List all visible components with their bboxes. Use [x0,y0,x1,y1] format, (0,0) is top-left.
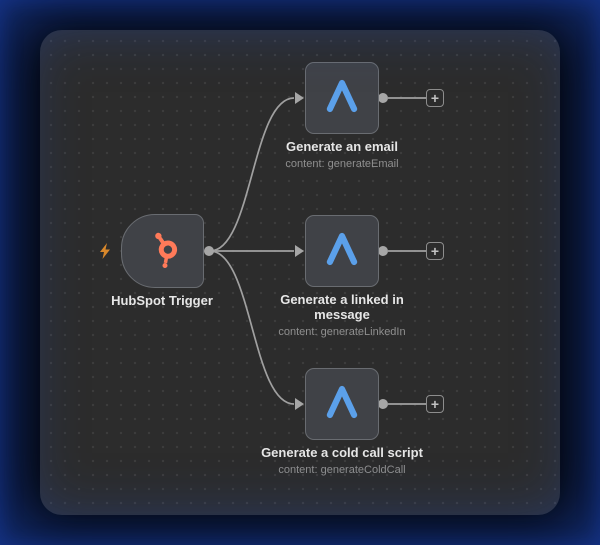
node-subtitle: content: generateEmail [285,158,399,170]
node-generate-linkedin[interactable] [305,215,379,287]
node-label: Generate an email [286,139,398,154]
node-label-block: Generate a linked in message content: ge… [252,292,432,339]
node-subtitle: content: generateColdCall [278,464,406,476]
add-node-button[interactable]: + [426,242,444,260]
node-label: Generate a cold call script [261,445,423,460]
node-hubspot-trigger[interactable] [121,214,204,288]
workflow-canvas[interactable] [40,30,560,515]
anthropic-icon [321,230,363,273]
anthropic-icon [321,383,363,426]
anthropic-icon [321,77,363,120]
node-label-block: Generate a cold call script content: gen… [252,445,432,477]
plus-icon: + [430,396,440,412]
node-label-block: Generate an email content: generateEmail [252,139,432,171]
hubspot-sprocket-icon [143,229,183,274]
lightning-bolt-icon [98,243,112,264]
add-node-button[interactable]: + [426,89,444,107]
trigger-label-block: HubSpot Trigger [72,293,252,308]
plus-icon: + [430,90,440,106]
node-subtitle: content: generateLinkedIn [278,326,406,338]
node-generate-coldcall[interactable] [305,368,379,440]
node-generate-email[interactable] [305,62,379,134]
node-label: Generate a linked in message [280,292,404,322]
plus-icon: + [430,243,440,259]
node-label: HubSpot Trigger [111,293,213,308]
add-node-button[interactable]: + [426,395,444,413]
